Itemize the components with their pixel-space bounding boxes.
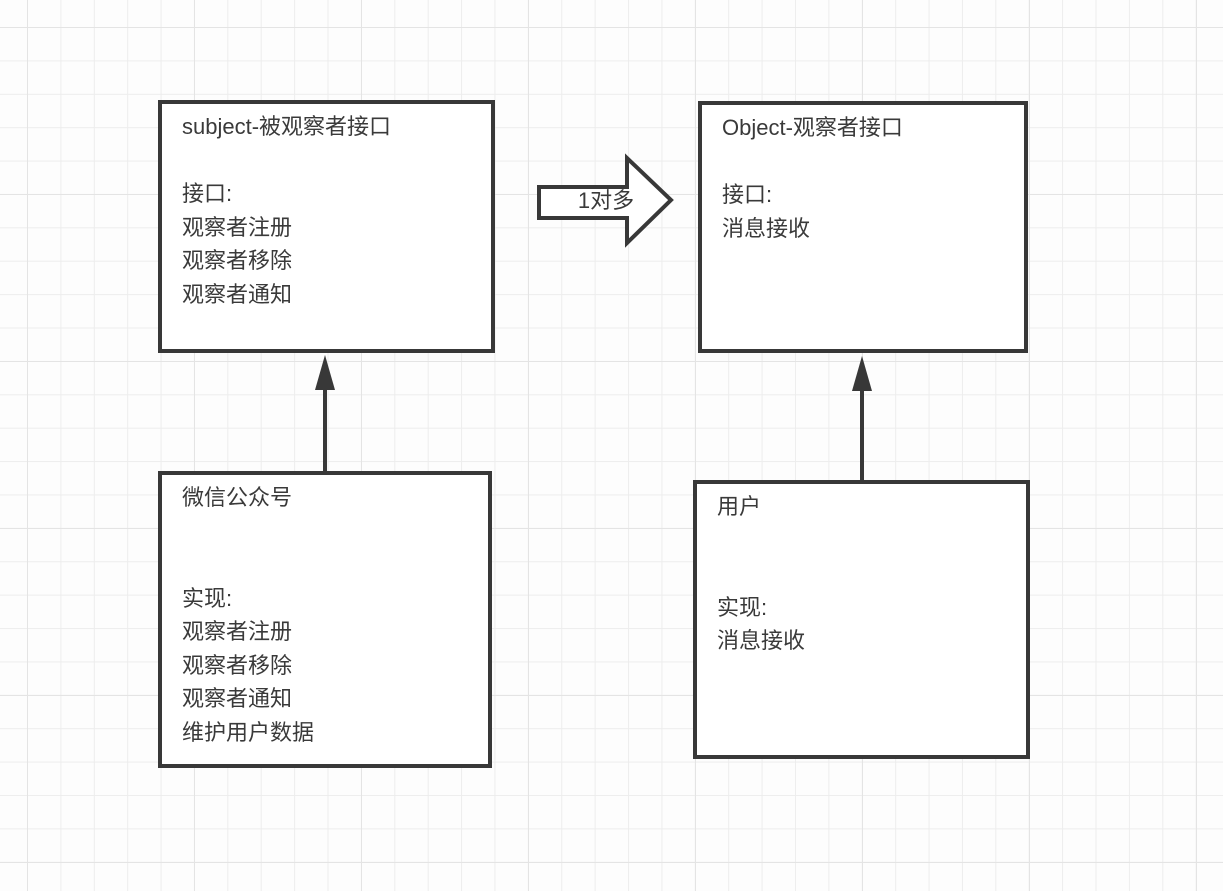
box-line [717,524,1006,558]
box-line: 观察者移除 [182,652,293,678]
box-user: 用户 实现: 消息接收 [693,480,1030,759]
box-line [182,144,471,178]
arrow-wechat-to-subject [315,355,335,471]
box-wechat-official-account: 微信公众号 实现: 观察者注册 观察者移除 观察者通知 维护用户数据 [158,471,492,768]
box-title: subject-被观察者接口 [182,114,392,139]
box-line: 实现: [182,585,233,611]
box-line: 观察者注册 [182,619,293,644]
box-line: 观察者注册 [182,214,293,240]
box-line: 消息接收 [722,215,811,241]
box-line [717,557,1006,591]
box-line: 维护用户数据 [182,719,315,745]
one-to-many-label: 1对多 [577,188,635,213]
box-line: 实现: [717,594,768,620]
box-line: 消息接收 [717,628,806,653]
box-title: 微信公众号 [182,485,293,510]
box-line: 接口: [722,182,773,207]
box-subject-interface: subject-被观察者接口 接口: 观察者注册 观察者移除 观察者通知 [158,100,495,353]
box-line [182,548,468,582]
box-title: 用户 [717,494,762,519]
box-observer-interface: Object-观察者接口 接口: 消息接收 [698,101,1028,353]
arrow-user-to-observer [852,356,872,480]
box-line: 接口: [182,181,233,206]
box-line [722,145,1004,179]
box-title: Object-观察者接口 [722,115,903,140]
box-line [182,515,468,549]
box-line: 观察者移除 [182,248,293,273]
box-line: 观察者通知 [182,281,293,307]
box-line: 观察者通知 [182,686,293,711]
